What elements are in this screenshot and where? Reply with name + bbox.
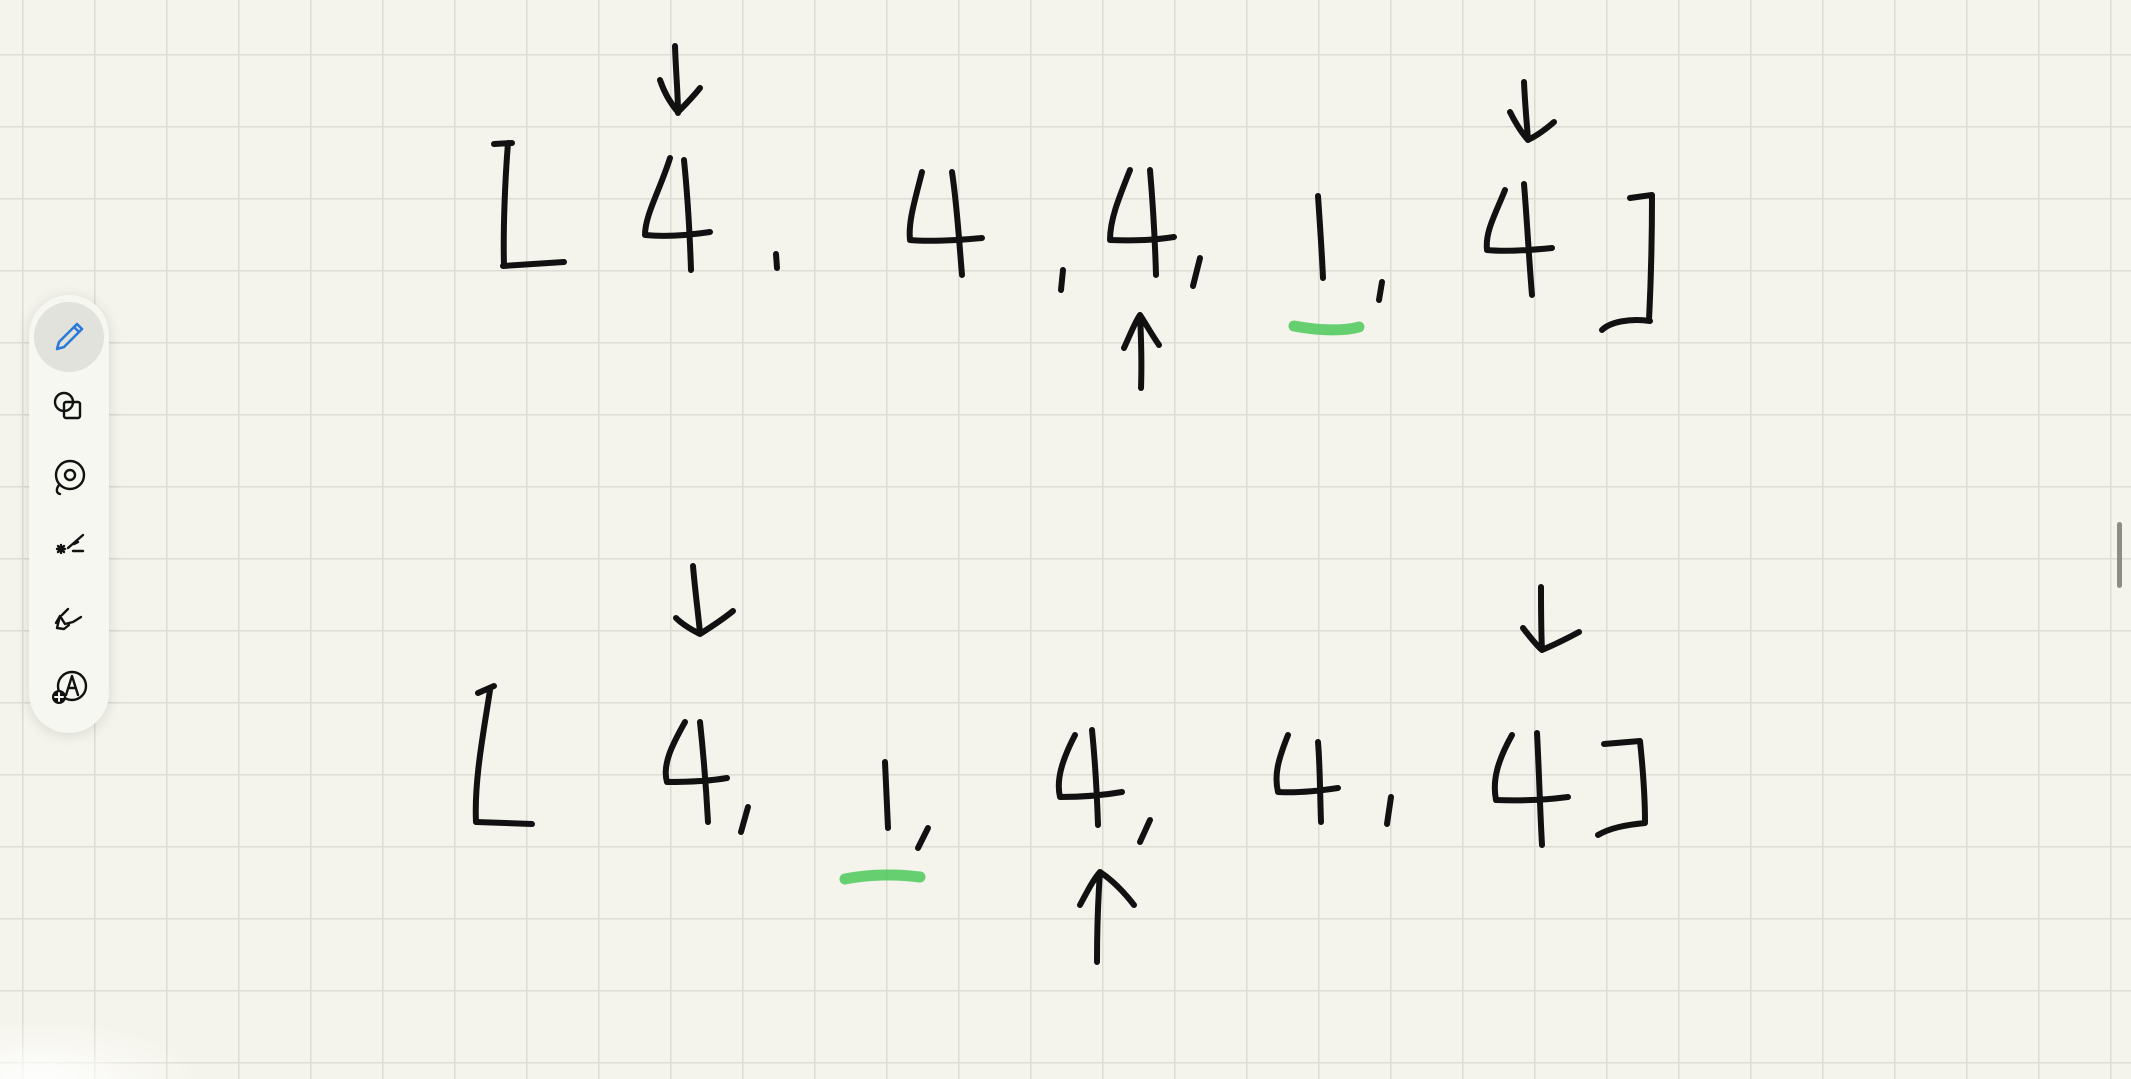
array-2-up-arrow	[1077, 869, 1137, 965]
add-text-tool-button[interactable]	[34, 652, 104, 722]
array-1-element-2-digit-4	[906, 169, 985, 278]
array-1-up-arrow	[1121, 312, 1162, 391]
array-1-down-arrow-left	[657, 43, 703, 116]
array-1	[491, 43, 1655, 391]
corner-overlay	[0, 1020, 200, 1079]
array-1-comma-1	[773, 251, 780, 271]
array-2-comma-4	[1384, 794, 1394, 827]
array-1-left-bracket	[491, 140, 567, 269]
array-2-comma-2	[915, 825, 931, 851]
array-2-comma-1	[738, 804, 751, 835]
array-2-highlight-under-1	[839, 869, 926, 885]
array-1-element-1-digit-4	[642, 155, 713, 273]
array-2-element-3-digit-4	[1055, 727, 1125, 828]
array-2-element-2-digit-1	[882, 759, 891, 831]
vertical-scrollbar[interactable]	[2117, 522, 2122, 588]
shapes-tool-button[interactable]	[34, 372, 104, 442]
tool-palette	[29, 295, 109, 733]
array-1-comma-4	[1376, 279, 1385, 303]
array-2-down-arrow-right	[1520, 584, 1582, 653]
lasso-icon	[54, 459, 86, 496]
array-2-comma-3	[1137, 817, 1153, 845]
array-1-element-4-digit-1	[1315, 193, 1326, 281]
lasso-tool-button[interactable]	[34, 442, 104, 512]
array-1-element-5-digit-4	[1483, 181, 1555, 298]
array-1-right-bracket	[1599, 192, 1655, 333]
array-2-down-arrow-left	[673, 563, 736, 637]
hand-tool-button[interactable]	[34, 582, 104, 652]
array-2-element-1-digit-4	[662, 719, 730, 825]
array-2-element-5-digit-4	[1491, 730, 1571, 848]
array-1-down-arrow-right	[1507, 79, 1557, 143]
pen-tool-button[interactable]	[34, 302, 104, 372]
shapes-icon	[53, 391, 82, 420]
add-text-icon	[52, 670, 88, 704]
array-2-right-bracket	[1595, 738, 1648, 838]
array-1-element-3-digit-4	[1107, 167, 1177, 278]
hand-pointer-icon	[54, 607, 83, 631]
array-2-left-bracket	[472, 683, 535, 827]
pencil-icon	[55, 322, 84, 351]
magic-tool-button[interactable]	[34, 512, 104, 582]
array-2-element-4-digit-4	[1273, 732, 1341, 825]
array-1-highlight-under-1	[1288, 320, 1365, 336]
array-2	[472, 563, 1648, 965]
array-1-comma-2	[1058, 267, 1066, 293]
array-1-comma-3	[1190, 255, 1203, 289]
magic-wand-icon	[55, 533, 85, 555]
